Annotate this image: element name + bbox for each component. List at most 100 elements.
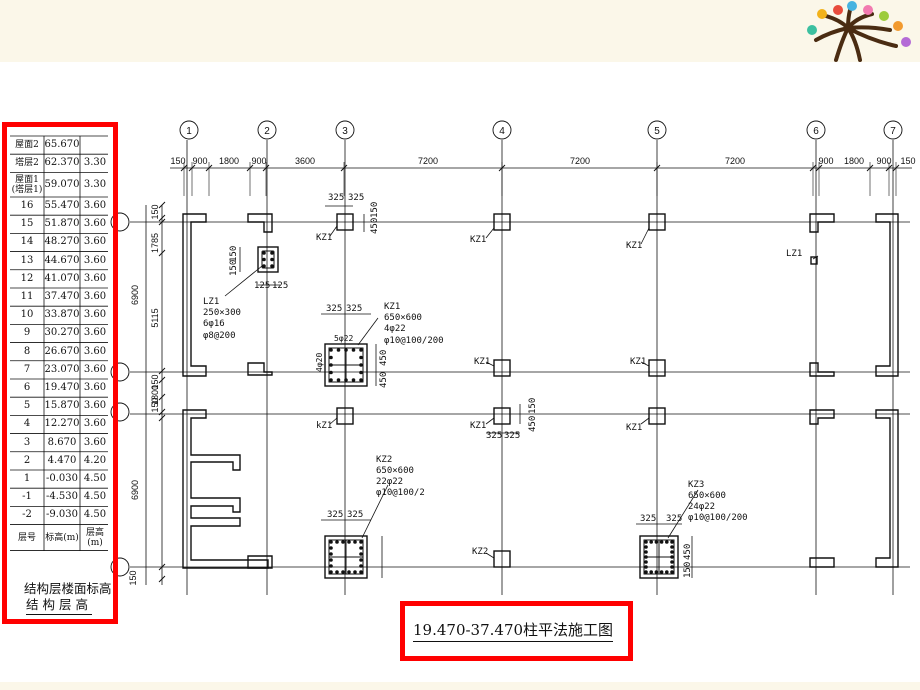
kz1-label-h: KZ1 [626,423,642,433]
kz-dim-450-c: 450 [370,218,380,234]
dim-325-j: 325 [504,431,520,441]
floor-cell: 12 [20,272,34,284]
axis-bubble-7 [883,120,903,140]
floor-cell: 5 [23,400,31,412]
kz1-dim-450-b: 450 [379,372,389,388]
floor-cell: 13 [20,254,34,266]
floor-cell: 8 [23,345,31,357]
header-height: 层高 [85,527,105,538]
height-cell: 3.60 [83,291,107,303]
kz3-dim-450: 450 [683,544,693,560]
header-elevation: 标高(m) [45,532,79,543]
elevation-cell: 19.470 [44,382,80,394]
axis-label-1: 1 [186,126,192,137]
height-cell: 3.60 [83,309,107,321]
floor-cell: 6 [23,382,31,394]
kz1-detail-label: KZ1 [384,302,400,312]
legend-floor-elevation: 结构层楼面标高 [24,581,112,596]
elevation-cell: 26.670 [44,345,80,357]
kz-dim-150-c: 150 [370,202,380,218]
elevation-cell: -9.030 [45,509,79,521]
left-dim-0: 150 [150,204,160,219]
axis-bubble-1 [179,120,199,140]
lz1-dim-d: 125 [272,281,288,291]
floor-cell: 1 [23,473,31,485]
height-cell: 3.60 [83,400,107,412]
axis-bubble-3 [335,120,355,140]
kz3-detail-stirrups: φ10@100/200 [688,513,748,523]
height-cell: 3.60 [83,327,107,339]
elevation-cell: -0.030 [45,473,79,485]
drawing-title: 19.470-37.470柱平法施工图 [413,619,614,642]
top-dim-11: 150 [900,156,915,166]
left-dim-6: 6900 [130,480,140,500]
axis-label-2: 2 [264,126,270,137]
dim-325-d: 325 [346,304,362,314]
floor-cell: 7 [23,363,31,375]
kz3-dim-150: 150 [683,562,693,578]
axis-label-5: 5 [654,126,660,137]
dim-325-a: 325 [328,193,344,203]
floor-cell-sub: (塔层1) [11,185,43,196]
kz1-detail-size: 650×600 [384,313,422,323]
kz1-label-c: KZ1 [626,241,642,251]
elevation-cell: 37.470 [44,291,80,303]
elevation-cell: 55.470 [44,200,80,212]
axis-label-7: 7 [890,126,896,137]
top-dim-3: 900 [251,156,266,166]
dim-325-b: 325 [348,193,364,203]
floor-cell: 3 [23,436,31,448]
height-cell: 3.60 [83,436,107,448]
kz1-label-g: KZ1 [470,421,486,431]
floor-cell: 14 [20,236,34,248]
height-cell: 3.60 [83,272,107,284]
kz1-label-f: kZ1 [316,421,332,431]
floor-cell: 16 [20,200,34,212]
elevation-cell: 62.370 [44,157,80,169]
elevation-cell: 65.670 [44,139,80,151]
lz1-detail-stirrups: φ8@200 [203,331,236,341]
elevation-cell: 41.070 [44,272,80,284]
kz1-dim-450-a: 450 [379,350,389,366]
lz1-detail-size: 250×300 [203,308,241,318]
elevation-cell: 30.270 [44,327,80,339]
legend-floor-height: 结构层高 [26,594,93,615]
top-band [0,0,920,62]
kz-dim-450-d: 450 [528,416,538,432]
floor-cell: 9 [23,327,31,339]
floor-cell: 屋面2 [15,140,39,151]
left-dim-4: 1800 [150,385,160,405]
axis-bubble-5 [647,120,667,140]
elevation-cell: -4.530 [45,491,79,503]
floor-table-highlight [2,122,118,624]
tree-logo-icon [807,1,911,62]
left-dim-7: 150 [128,570,138,585]
kz-dim-150-d: 150 [528,398,538,414]
left-dim-3: 150 [150,374,160,389]
axis-label-4: 4 [499,126,505,137]
drawing-title-highlight [400,601,633,661]
top-dim-4: 3600 [295,156,315,166]
floor-cell: 2 [23,454,31,466]
floor-cell: 11 [20,291,34,303]
top-dim-9: 1800 [844,156,864,166]
floor-cell: -2 [22,509,32,521]
kz1-label-b: KZ1 [470,235,486,245]
floor-cell: 4 [23,418,31,430]
elevation-cell: 33.870 [44,309,80,321]
kz1-label-d: KZ1 [474,357,490,367]
kz1-detail-stirrups: φ10@100/200 [384,336,444,346]
elevation-cell: 23.070 [44,363,80,375]
lz1-dim-c: 125 [254,281,270,291]
kz1-side-bars: 5φ22 [334,334,353,343]
top-dim-8: 900 [818,156,833,166]
floor-cell: 屋面1 [15,175,39,186]
top-dim-10: 900 [876,156,891,166]
height-cell: 4.50 [83,491,107,503]
kz2-label-plan: KZ2 [472,547,488,557]
floor-cell: 10 [20,309,34,321]
height-cell: 3.60 [83,218,107,230]
axis-bubble-4 [492,120,512,140]
dim-325-e: 325 [327,510,343,520]
dim-325-c: 325 [326,304,342,314]
